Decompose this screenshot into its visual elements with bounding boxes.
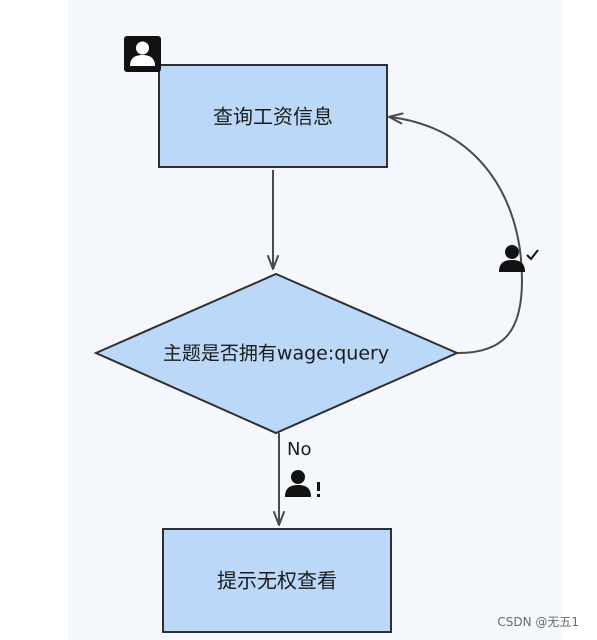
edge-decision-to-query-loop (388, 112, 524, 354)
node-query-salary[interactable]: 查询工资信息 (158, 64, 388, 168)
user-icon (124, 36, 161, 72)
node-no-permission-label: 提示无权查看 (217, 569, 337, 593)
node-no-permission[interactable]: 提示无权查看 (162, 528, 392, 633)
watermark: CSDN @无五1 (497, 615, 579, 629)
user-alert-icon (285, 470, 320, 497)
node-decision[interactable]: 主题是否拥有wage:query (93, 272, 460, 435)
node-query-salary-label: 查询工资信息 (213, 105, 333, 129)
edge-no-label: No (287, 439, 311, 460)
node-decision-label: 主题是否拥有wage:query (163, 343, 389, 365)
user-check-icon (499, 245, 539, 272)
